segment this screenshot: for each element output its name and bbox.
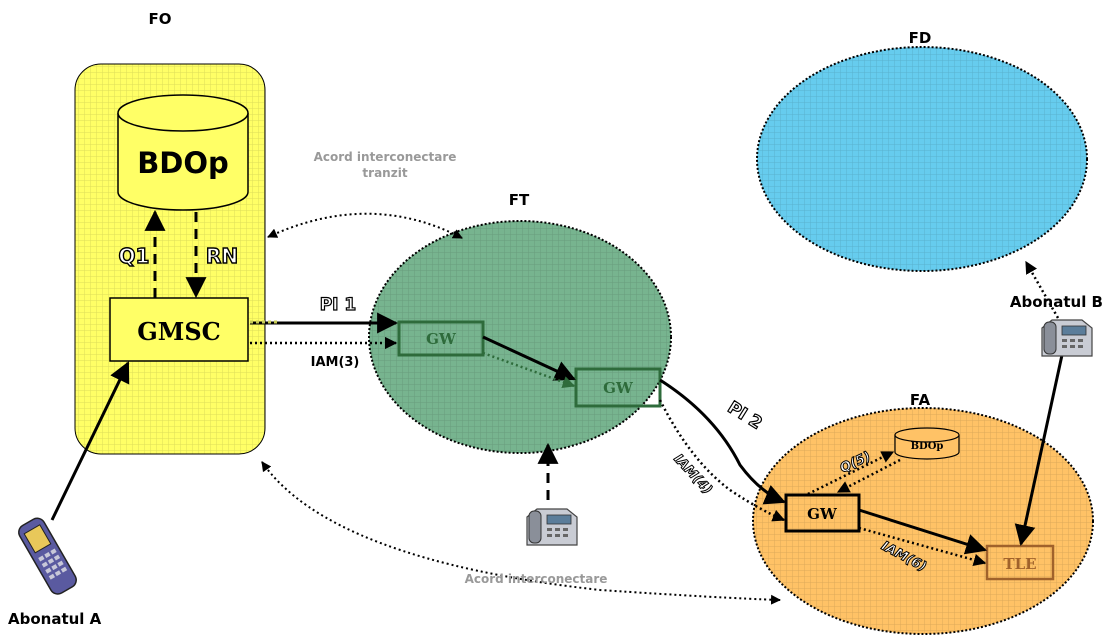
ft-label: FT [509, 191, 530, 209]
transit-agreement-line2: tranzit [362, 166, 407, 180]
rn-label: RN [206, 244, 238, 268]
gmsc-node: GMSC [109, 297, 249, 362]
transit-agreement-arc [267, 212, 463, 239]
desk-phone-b-icon [1041, 319, 1093, 357]
q1-label: Q1 [119, 244, 150, 268]
bdop-fa-label: BDOp [911, 441, 944, 452]
q5-arrow [807, 450, 895, 496]
gmsc-label: GMSC [137, 317, 221, 346]
subscriber-a-link [50, 361, 130, 521]
subscriber-b-link [1014, 354, 1064, 547]
iam6-arrow [858, 526, 987, 567]
pi1-label: PI 1 [320, 295, 357, 315]
desk-phone-icon [526, 508, 578, 546]
gw-ft-2-label: GW [603, 379, 634, 397]
iam3-label: IAM(3) [311, 355, 360, 370]
bdop-database: BDOp [117, 94, 249, 211]
subscriber-b-fd-link [1024, 260, 1060, 319]
gw-tle-arrow [858, 508, 988, 555]
gw-fa: GW [784, 493, 861, 533]
network-ft: FT [368, 191, 672, 454]
subscriber-b-label: Abonatul B [1010, 293, 1103, 311]
transit-agreement-line1: Acord interconectare [314, 150, 457, 164]
bdop-label: BDOp [137, 146, 229, 180]
pi2-label: PI 2 [724, 398, 766, 434]
gw1-gw2-dotted [482, 351, 576, 389]
network-fd: FD [756, 29, 1088, 272]
interconnect-agreement-arc [261, 461, 781, 605]
gw1-gw2-arrow [482, 335, 576, 381]
network-fa: FA [752, 391, 1094, 635]
subscriber-a-label: Abonatul A [8, 610, 102, 628]
fd-label: FD [909, 29, 932, 47]
gw-ft-2: GW [574, 367, 662, 408]
tle-label: TLE [1003, 555, 1036, 573]
q5-return-arrow [836, 458, 901, 494]
iam4-label: IAM(4) [670, 452, 714, 498]
gw-fa-label: GW [807, 505, 838, 523]
bdop-fa-database: BDOp [894, 427, 960, 460]
gw-ft-1-label: GW [426, 330, 457, 348]
mobile-phone-icon [18, 517, 77, 595]
interconnect-agreement-label: Acord interconectare [465, 572, 608, 586]
fo-label: FO [149, 10, 172, 28]
network-fo: FO [74, 10, 266, 455]
fa-label: FA [910, 391, 931, 409]
